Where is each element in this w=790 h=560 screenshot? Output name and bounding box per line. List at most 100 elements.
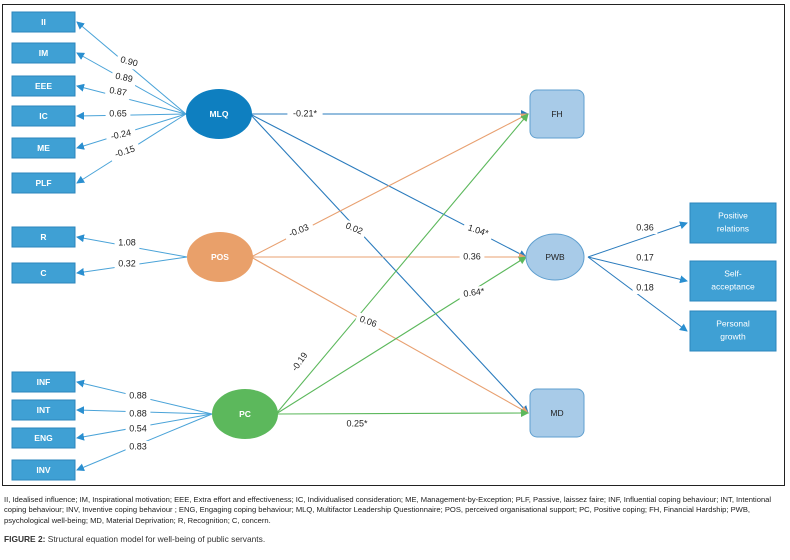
- pwb-loading-sa-bg: [632, 252, 658, 264]
- loading-inf-bg: [125, 390, 151, 402]
- coef-pos-fh-bg: [282, 219, 316, 243]
- loading-inf: 0.88: [129, 390, 147, 400]
- pwb-loading-path-pr: [587, 221, 688, 258]
- path-pc-pwb: [275, 256, 527, 415]
- pwb-loading-pg: 0.18: [636, 282, 654, 292]
- pwb-indicator-label-pr: relations: [717, 223, 749, 233]
- indicator-box-eee: [11, 75, 76, 97]
- loading-eng: 0.54: [129, 423, 147, 433]
- path-mlq-md: [249, 113, 529, 414]
- path-pc-md: [275, 409, 529, 418]
- coef-pos-pwb-bg: [459, 251, 485, 263]
- pwb-loading-path-sa: [587, 256, 688, 284]
- indicator-label-int: INT: [37, 405, 52, 415]
- diagram-frame: [2, 4, 785, 486]
- indicator-box-r: [11, 226, 76, 248]
- latent-mlq: [186, 89, 252, 139]
- pwb-loading-pg-bg: [632, 282, 658, 294]
- loading-path-eee: [76, 83, 187, 115]
- indicator-box-inf: [11, 371, 76, 393]
- indicator-label-me: ME: [37, 143, 50, 153]
- pwb-loading-sa: 0.17: [636, 252, 654, 262]
- outcome-label-fh: FH: [551, 109, 562, 119]
- loading-path-ic: [76, 111, 187, 120]
- loading-r: 1.08: [118, 237, 136, 247]
- indicator-box-eng: [11, 427, 76, 449]
- coef-pc-md: 0.25*: [346, 418, 368, 428]
- loading-ii-bg: [115, 52, 143, 72]
- pwb-indicator-label-sa: Self-: [724, 268, 742, 278]
- loading-inv-bg: [125, 441, 151, 453]
- figure-caption: FIGURE 2: Structural equation model for …: [4, 534, 265, 544]
- indicator-box-c: [11, 262, 76, 284]
- indicator-label-inf: INF: [37, 377, 51, 387]
- path-pc-fh: [275, 113, 529, 415]
- loading-plf-bg: [108, 141, 142, 163]
- loading-c: 0.32: [118, 258, 136, 268]
- loading-ic-bg: [105, 108, 131, 120]
- indicator-box-plf: [11, 172, 76, 194]
- indicator-label-ii: II: [41, 17, 46, 27]
- indicator-label-eee: EEE: [35, 81, 52, 91]
- coef-mlq-fh-bg: [287, 108, 323, 120]
- abbreviation-legend: II, Idealised influence; IM, Inspiration…: [4, 495, 772, 525]
- pwb-indicator-label-pg: Personal: [716, 318, 750, 328]
- loading-im-bg: [110, 69, 138, 87]
- indicator-label-inv: INV: [36, 465, 51, 475]
- outcome-md: [529, 388, 585, 438]
- loading-me: -0.24: [110, 127, 132, 141]
- latent-label-mlq: MLQ: [210, 109, 229, 119]
- pwb-indicator-box-sa: [689, 260, 777, 302]
- indicator-label-plf: PLF: [35, 178, 51, 188]
- loading-int-bg: [125, 408, 151, 420]
- coef-pc-pwb: 0.64*: [463, 286, 486, 299]
- latent-label-pc: PC: [239, 409, 251, 419]
- indicator-box-me: [11, 137, 76, 159]
- outcome-label-md: MD: [550, 408, 563, 418]
- indicator-label-r: R: [40, 232, 46, 242]
- loading-ic: 0.65: [109, 108, 127, 118]
- coef-mlq-md-bg: [340, 218, 368, 240]
- indicator-label-c: C: [40, 268, 46, 278]
- indicator-label-ic: IC: [39, 111, 48, 121]
- latent-pos: [187, 232, 253, 282]
- outcome-pwb: [525, 233, 585, 281]
- indicator-box-int: [11, 399, 76, 421]
- loading-eng-bg: [125, 423, 151, 435]
- indicator-label-eng: ENG: [34, 433, 53, 443]
- coef-pos-md-bg: [354, 312, 382, 332]
- latent-pc: [212, 389, 278, 439]
- pwb-loading-pr-bg: [632, 222, 658, 234]
- pwb-indicator-label-pr: Positive: [718, 210, 748, 220]
- indicator-box-ic: [11, 105, 76, 127]
- indicator-label-im: IM: [39, 48, 48, 58]
- coef-pc-md-bg: [342, 418, 372, 430]
- loading-eee-bg: [104, 83, 132, 101]
- indicator-box-im: [11, 42, 76, 64]
- pwb-indicator-box-pg: [689, 310, 777, 352]
- pwb-indicator-box-pr: [689, 202, 777, 244]
- coef-mlq-fh: -0.21*: [293, 108, 318, 118]
- loading-int: 0.88: [129, 408, 147, 418]
- indicator-box-ii: [11, 11, 76, 33]
- pwb-loading-pr: 0.36: [636, 222, 654, 232]
- loading-me-bg: [105, 126, 137, 144]
- outcome-fh: [529, 89, 585, 139]
- figure-title: Structural equation model for well-being…: [47, 534, 266, 544]
- loading-r-bg: [114, 237, 140, 249]
- outcome-label-pwb: PWB: [545, 252, 565, 262]
- loading-ii: 0.90: [119, 54, 139, 68]
- latent-label-pos: POS: [211, 252, 229, 262]
- coef-mlq-pwb-bg: [461, 220, 495, 242]
- sem-diagram: II IM EEE IC ME PLF R C INF INT ENG INV Positive rela…: [11, 11, 777, 481]
- figure-label: FIGURE 2:: [4, 534, 46, 544]
- loading-eee: 0.87: [109, 85, 128, 98]
- coef-pc-fh-bg: [286, 346, 314, 378]
- coef-pos-pwb: 0.36: [463, 251, 481, 261]
- pwb-indicator-label-pg: growth: [720, 331, 746, 341]
- pwb-indicator-label-sa: acceptance: [711, 281, 755, 291]
- loading-inv: 0.83: [129, 441, 147, 451]
- path-pos-md: [250, 256, 529, 414]
- loading-im: 0.89: [115, 71, 134, 84]
- loading-c-bg: [114, 258, 140, 270]
